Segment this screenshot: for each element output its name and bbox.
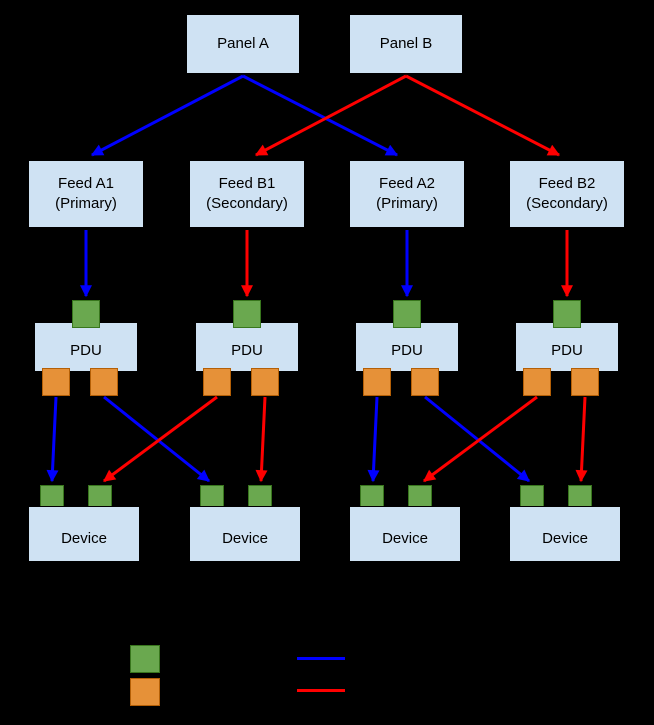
feed-a1-name: Feed A1: [58, 174, 114, 192]
pdu-1-output-port-right-icon: [90, 368, 118, 396]
pdu-3-input-port-icon: [393, 300, 421, 328]
device-4-input-port-right-icon: [568, 485, 592, 509]
primary-arrow-panel-a-to-feed-a2: [242, 74, 399, 157]
feed-b1-name: Feed B1: [218, 174, 276, 192]
device-3-label: Device: [382, 529, 428, 547]
feed-b2-box: Feed B2 (Secondary): [509, 160, 625, 228]
pdu-4-label: PDU: [551, 341, 583, 359]
pdu-2-box: PDU: [195, 322, 299, 372]
device-2-box: Device: [189, 506, 301, 562]
panel-b-label: Panel B: [379, 34, 433, 52]
panel-b-box: Panel B: [349, 14, 463, 74]
pdu-2-output-port-right-icon: [251, 368, 279, 396]
device-2-label: Device: [222, 529, 268, 547]
primary-arrow-pdu-1-to-device-1: [46, 396, 59, 483]
device-3-box: Device: [349, 506, 461, 562]
pdu-2-input-port-icon: [233, 300, 261, 328]
device-1-input-port-left-icon: [40, 485, 64, 509]
feed-b1-box: Feed B1 (Secondary): [189, 160, 305, 228]
device-1-box: Device: [28, 506, 140, 562]
feed-a2-box: Feed A2 (Primary): [349, 160, 465, 228]
secondary-arrow-pdu-2-to-device-2: [255, 396, 268, 483]
secondary-arrow-panel-b-to-feed-b1: [254, 74, 407, 157]
panel-a-box: Panel A: [186, 14, 300, 74]
legend-secondary-path-line-icon: [297, 689, 345, 692]
device-2-input-port-right-icon: [248, 485, 272, 509]
primary-arrow-pdu-1-to-device-2: [103, 395, 210, 483]
feed-a2-role: (Primary): [376, 195, 438, 212]
pdu-1-label: PDU: [70, 341, 102, 359]
pdu-3-output-port-right-icon: [411, 368, 439, 396]
pdu-1-box: PDU: [34, 322, 138, 372]
secondary-arrow-panel-b-to-feed-b2: [405, 74, 561, 157]
primary-arrow-panel-a-to-feed-a1: [90, 74, 244, 157]
pdu-4-output-port-right-icon: [571, 368, 599, 396]
device-1-input-port-right-icon: [88, 485, 112, 509]
device-4-label: Device: [542, 529, 588, 547]
feed-a1-role: (Primary): [55, 195, 117, 212]
pdu-4-output-port-left-icon: [523, 368, 551, 396]
device-4-box: Device: [509, 506, 621, 562]
secondary-arrow-pdu-2-to-device-1: [103, 395, 218, 483]
secondary-arrow-pdu-4-to-device-3: [423, 395, 538, 483]
primary-arrow-pdu-3-to-device-4: [424, 395, 530, 483]
pdu-4-input-port-icon: [553, 300, 581, 328]
primary-arrow-pdu-3-to-device-3: [367, 396, 380, 483]
pdu-3-box: PDU: [355, 322, 459, 372]
feed-a2-name: Feed A2: [379, 174, 435, 192]
feed-b1-role: (Secondary): [206, 195, 288, 212]
panel-a-label: Panel A: [217, 34, 269, 52]
pdu-1-output-port-left-icon: [42, 368, 70, 396]
pdu-2-label: PDU: [231, 341, 263, 359]
legend-output-port-swatch-icon: [130, 678, 160, 706]
pdu-3-output-port-left-icon: [363, 368, 391, 396]
secondary-arrow-pdu-4-to-device-4: [575, 396, 588, 483]
feed-b2-role: (Secondary): [526, 195, 608, 212]
legend-input-port-swatch-icon: [130, 645, 160, 673]
device-4-input-port-left-icon: [520, 485, 544, 509]
device-3-input-port-right-icon: [408, 485, 432, 509]
pdu-3-label: PDU: [391, 341, 423, 359]
feed-b2-name: Feed B2: [538, 174, 596, 192]
pdu-4-box: PDU: [515, 322, 619, 372]
feed-a1-box: Feed A1 (Primary): [28, 160, 144, 228]
legend-primary-path-line-icon: [297, 657, 345, 660]
pdu-1-input-port-icon: [72, 300, 100, 328]
pdu-2-output-port-left-icon: [203, 368, 231, 396]
device-1-label: Device: [61, 529, 107, 547]
